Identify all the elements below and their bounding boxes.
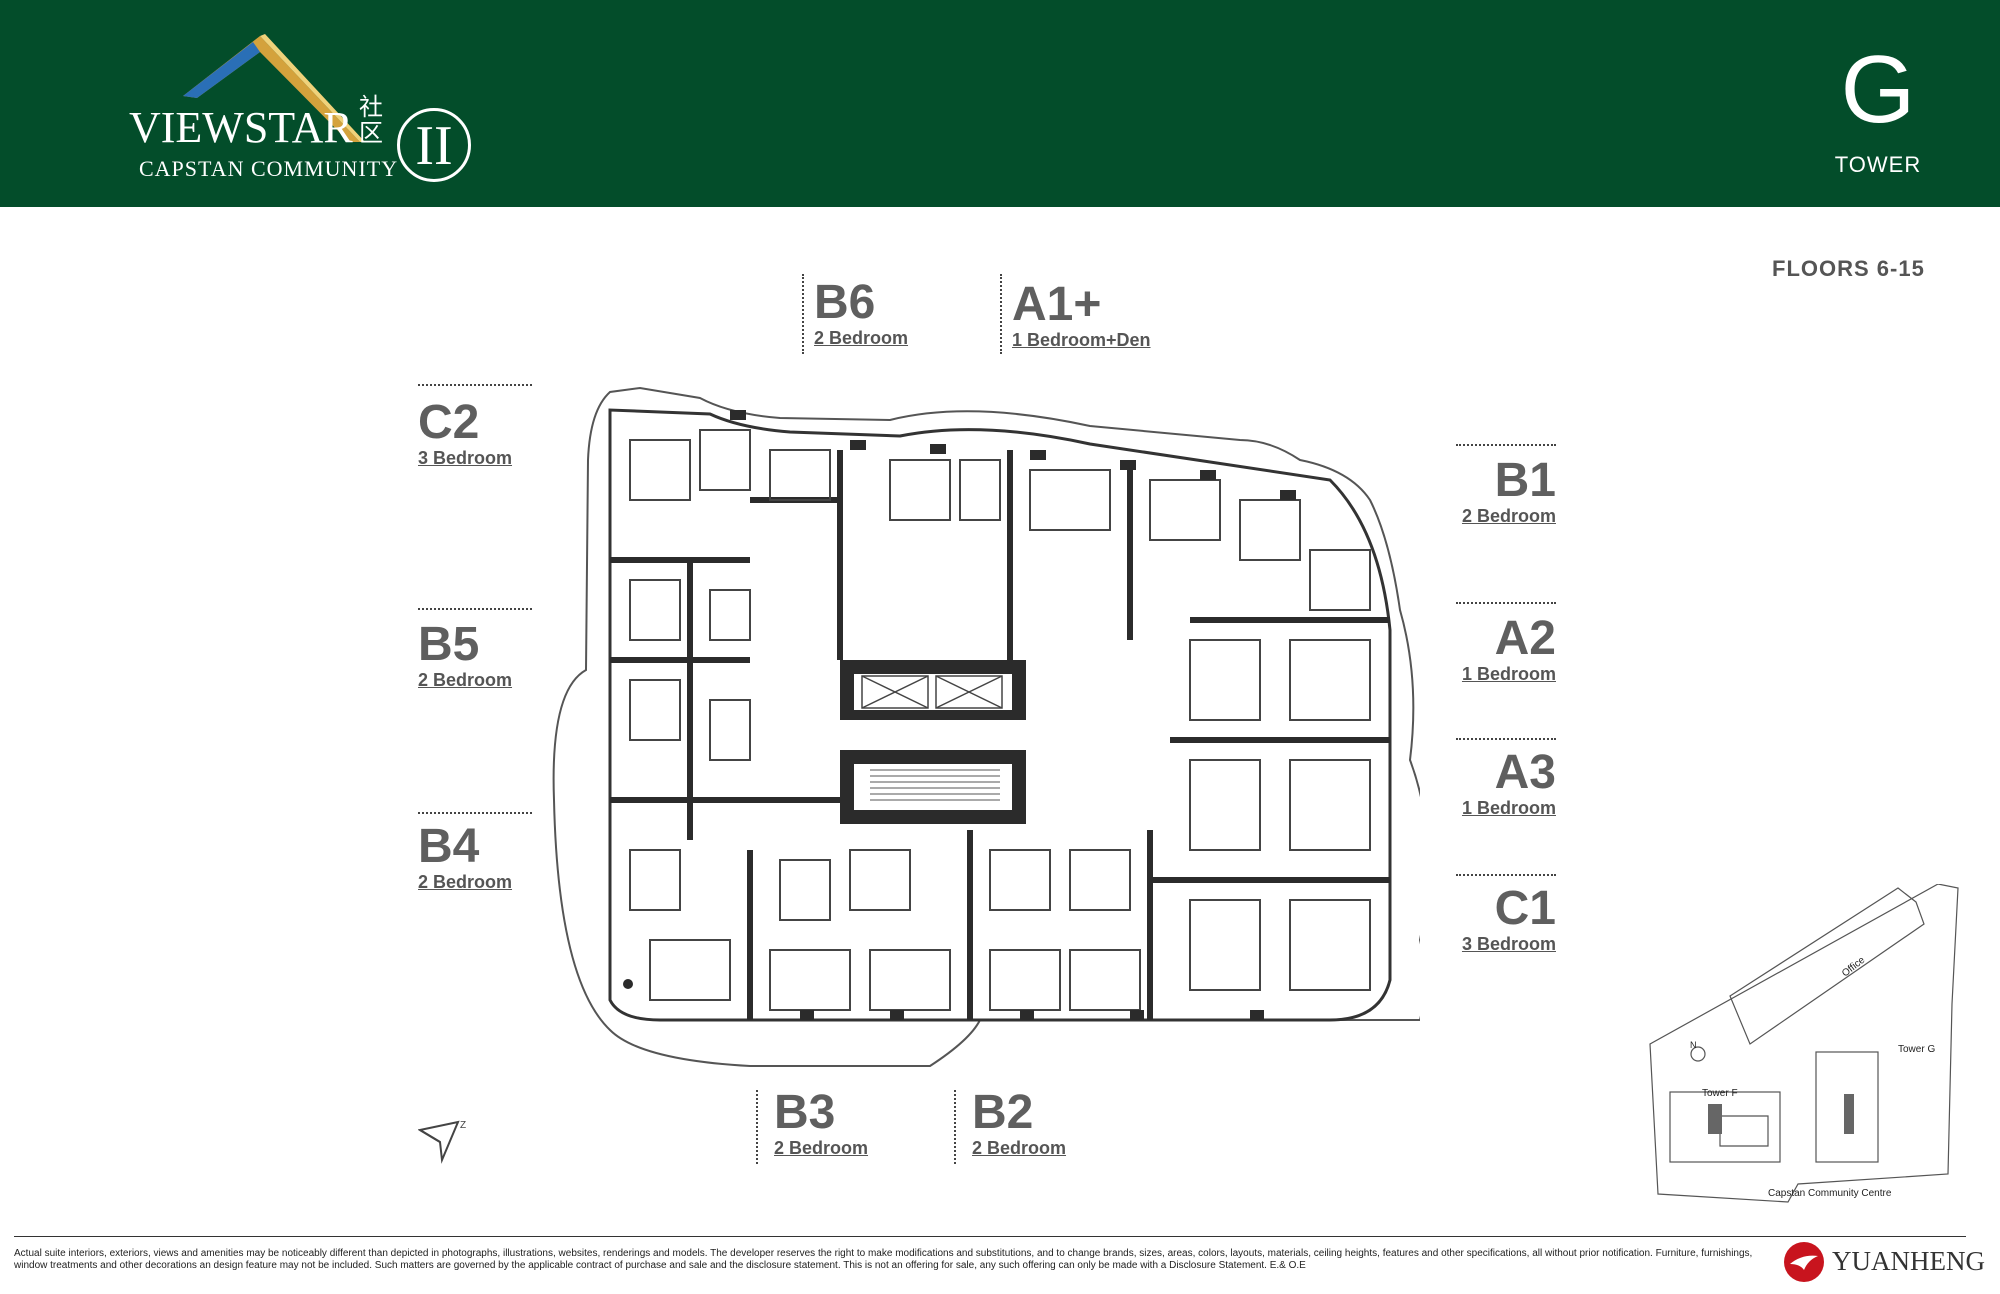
disclaimer-text: Actual suite interiors, exteriors, views… [14, 1248, 1753, 1271]
divider [802, 274, 804, 354]
keymap-tower-g: Tower G [1898, 1044, 1935, 1055]
brand-subtitle: CAPSTAN COMMUNITY [139, 156, 399, 181]
unit-code: A3 [1494, 746, 1556, 799]
divider [418, 608, 532, 610]
brand-numeral: II [415, 115, 453, 177]
unit-code: C2 [418, 396, 480, 449]
unit-code: B3 [774, 1086, 836, 1139]
divider [1456, 602, 1556, 604]
divider [756, 1090, 758, 1164]
tower-label: TOWER [1834, 152, 1922, 177]
yuanheng-logo: YUANHENG [1782, 1240, 1985, 1284]
key-map-drawing: Office Tower G Tower F Capstan Community… [1649, 883, 1959, 1203]
unit-label-b1[interactable]: B1 2 Bedroom [1446, 456, 1556, 527]
north-arrow-icon: Z [418, 1120, 466, 1164]
unit-label-b3[interactable]: B3 2 Bedroom [774, 1088, 868, 1159]
developer-name: YUANHENG [1832, 1246, 1985, 1276]
unit-code: B1 [1494, 454, 1556, 507]
tower-letter: G [1840, 36, 1916, 143]
unit-type: 1 Bedroom [1461, 798, 1556, 818]
unit-code: B4 [418, 820, 480, 873]
viewstar-logo: VIEWSTAR CAPSTAN COMMUNITY 社区 II [125, 30, 505, 190]
unit-code: B2 [972, 1086, 1034, 1139]
roof-logo-icon [183, 34, 365, 142]
divider [1456, 874, 1556, 876]
unit-label-b4[interactable]: B4 2 Bedroom [418, 822, 512, 893]
unit-type: 2 Bedroom [972, 1138, 1067, 1158]
unit-label-a2[interactable]: A2 1 Bedroom [1446, 614, 1556, 685]
unit-type: 2 Bedroom [418, 872, 513, 892]
unit-code: B6 [814, 276, 876, 329]
keymap-community-centre: Capstan Community Centre [1768, 1188, 1892, 1199]
brand-numeral-badge: II [397, 108, 471, 182]
unit-code: A1+ [1012, 278, 1102, 331]
divider [1456, 738, 1556, 740]
unit-type: 2 Bedroom [1461, 506, 1556, 526]
unit-label-a3[interactable]: A3 1 Bedroom [1446, 748, 1556, 819]
yuanheng-bird-icon [1784, 1242, 1824, 1282]
unit-type: 2 Bedroom [774, 1138, 869, 1158]
unit-type: 2 Bedroom [418, 670, 513, 690]
site-key-map: Office Tower G Tower F Capstan Community… [1648, 883, 1966, 1209]
keymap-north: N [1690, 1040, 1697, 1050]
unit-code: A2 [1494, 612, 1556, 665]
brand-name: VIEWSTAR [129, 103, 353, 152]
unit-label-b2[interactable]: B2 2 Bedroom [972, 1088, 1066, 1159]
unit-label-c1[interactable]: C1 3 Bedroom [1446, 884, 1556, 955]
unit-label-c2[interactable]: C2 3 Bedroom [418, 398, 512, 469]
unit-label-b5[interactable]: B5 2 Bedroom [418, 620, 512, 691]
divider [418, 384, 532, 386]
unit-type: 1 Bedroom [1461, 664, 1556, 684]
unit-code: B5 [418, 618, 480, 671]
divider [1000, 274, 1002, 354]
unit-type: 3 Bedroom [418, 448, 513, 468]
keymap-tower-f: Tower F [1702, 1088, 1738, 1099]
unit-type: 2 Bedroom [814, 328, 909, 348]
unit-label-b6[interactable]: B6 2 Bedroom [814, 278, 908, 349]
divider [418, 812, 532, 814]
unit-type: 1 Bedroom+Den [1012, 330, 1151, 350]
floor-plan-drawing [552, 386, 1420, 1067]
unit-label-a1plus[interactable]: A1+ 1 Bedroom+Den [1012, 280, 1151, 351]
brand-chinese: 社区 [359, 93, 383, 147]
keymap-office: Office [1840, 954, 1868, 979]
footer-rule [14, 1236, 1966, 1237]
svg-text:Z: Z [460, 1120, 466, 1131]
divider [954, 1090, 956, 1164]
unit-code: C1 [1494, 882, 1556, 935]
header-banner: VIEWSTAR CAPSTAN COMMUNITY 社区 II G TOWER [0, 0, 2000, 207]
divider [1456, 444, 1556, 446]
floors-label: FLOORS 6-15 [1772, 256, 1925, 281]
unit-type: 3 Bedroom [1461, 934, 1556, 954]
